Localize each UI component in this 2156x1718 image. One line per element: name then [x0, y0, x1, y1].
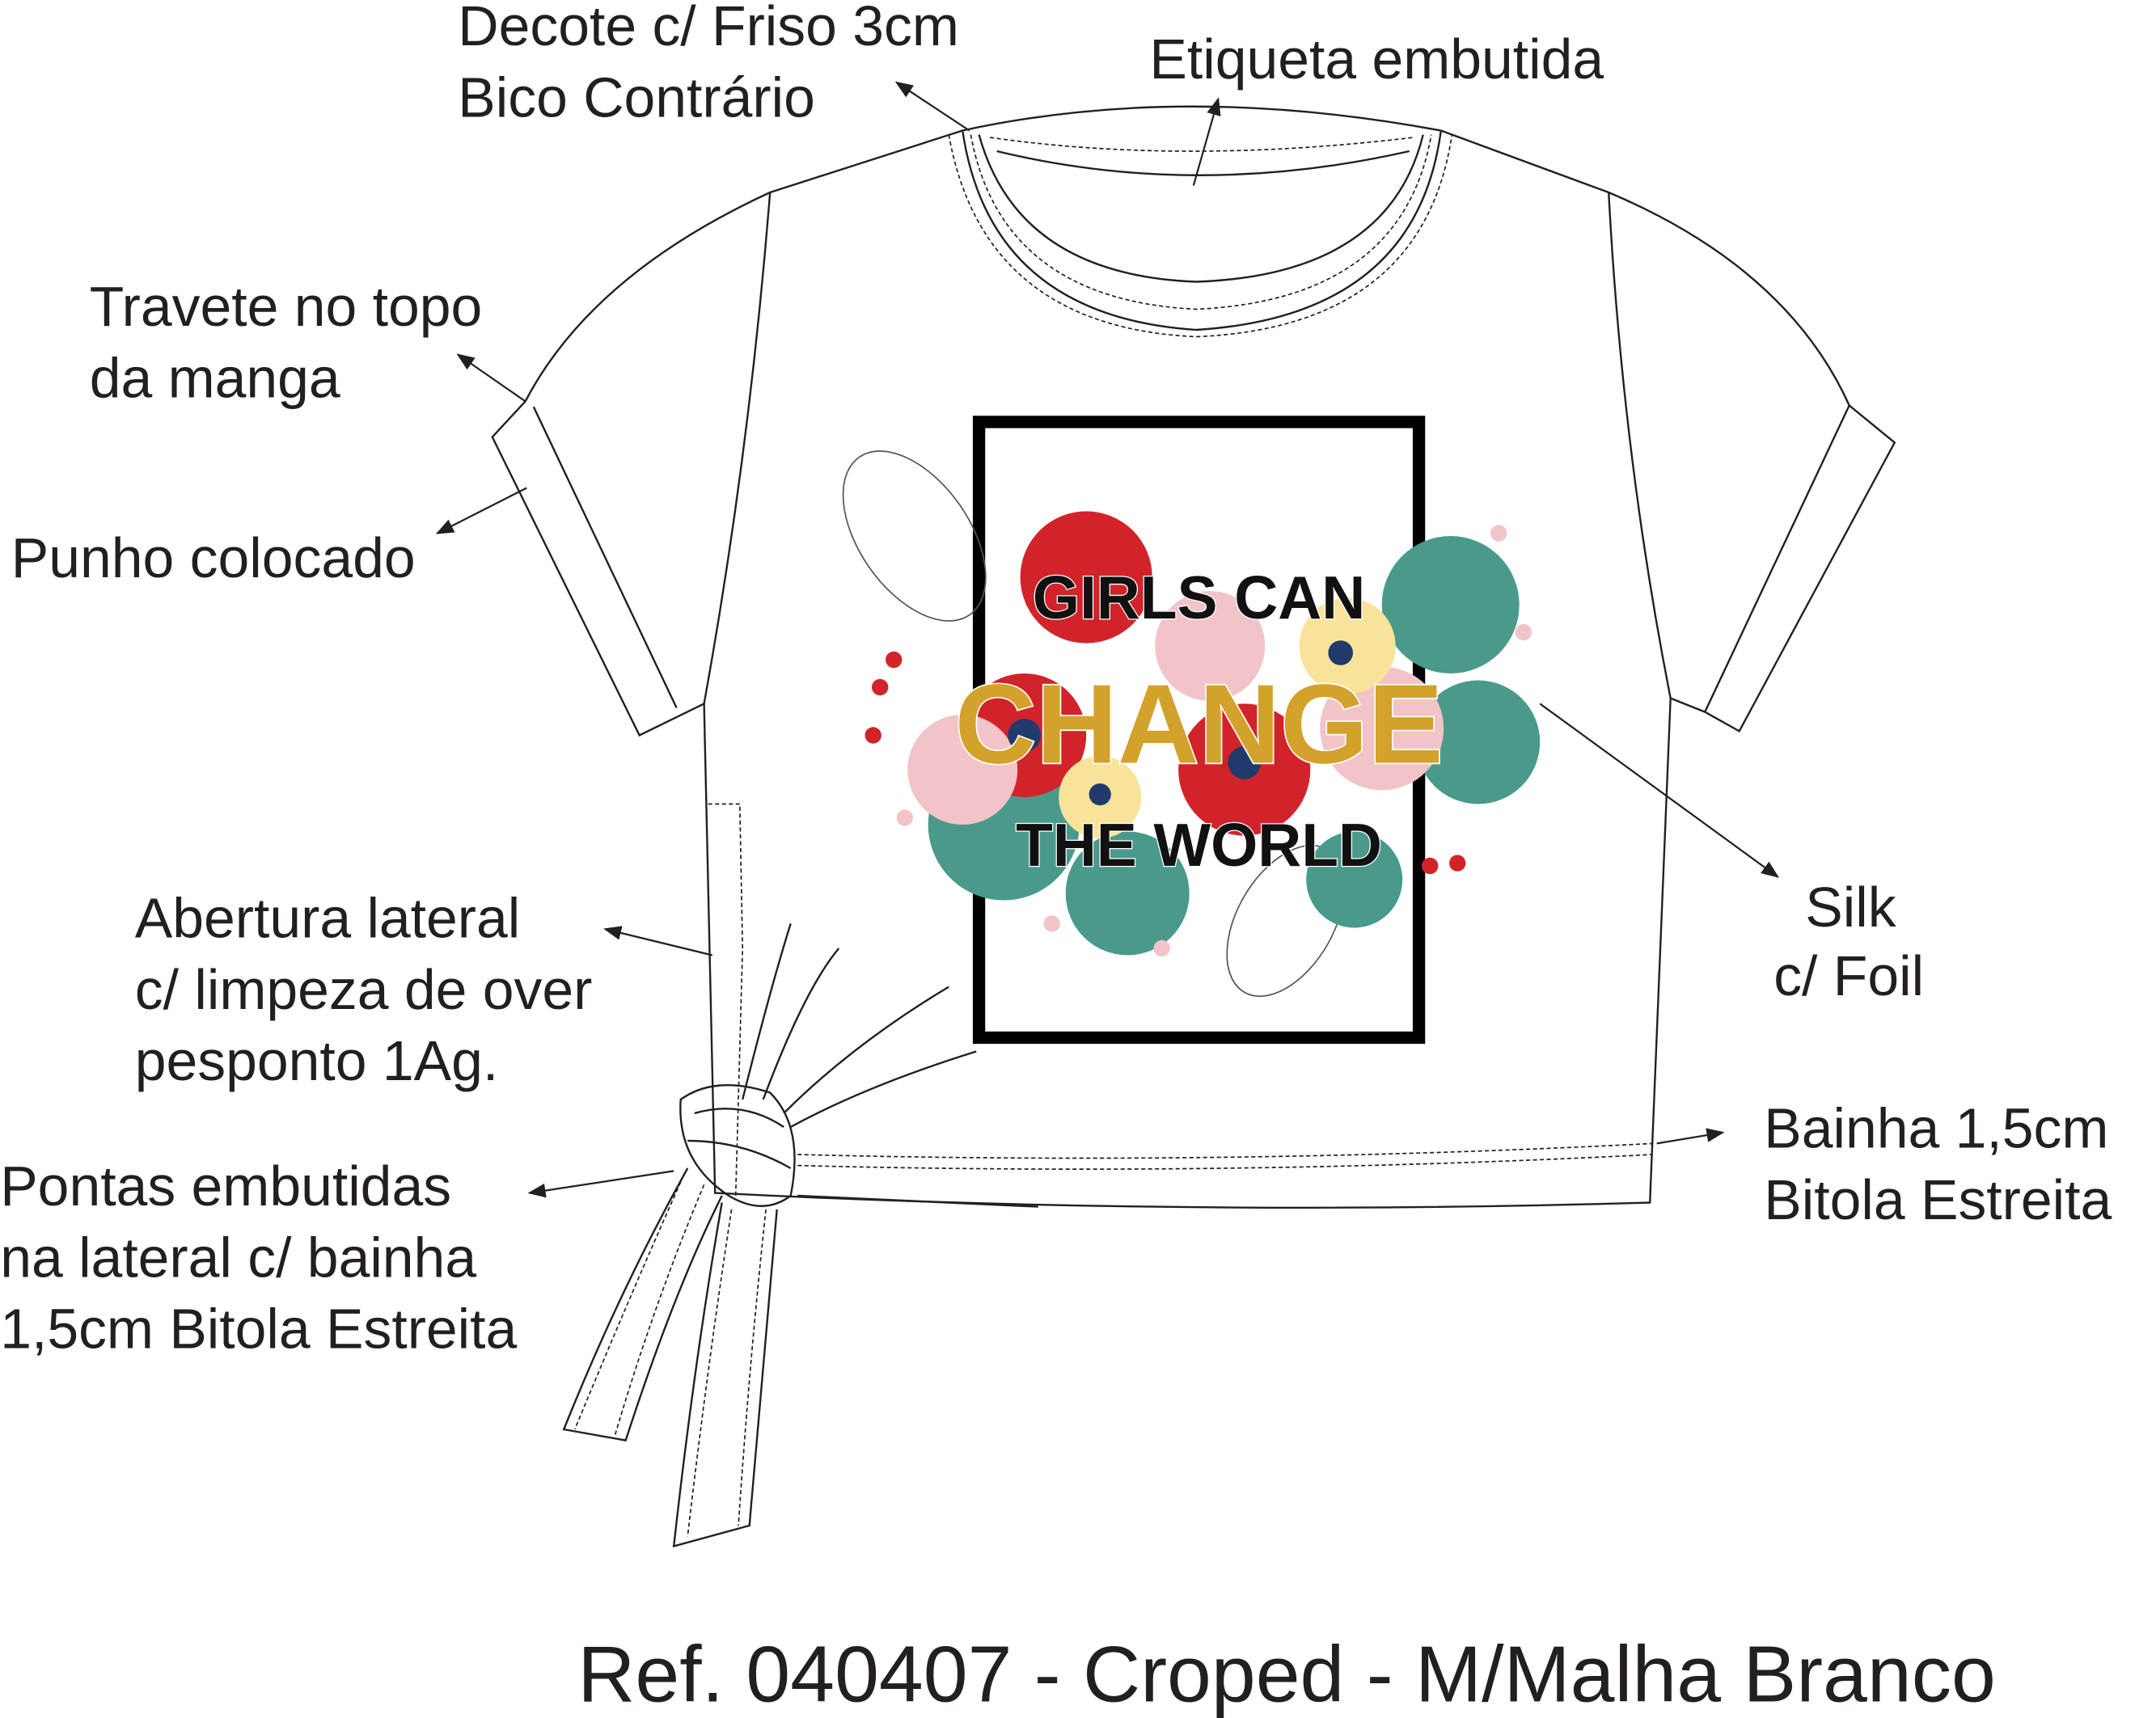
- label-travete-1: Travete no topo: [90, 275, 483, 338]
- label-punho: Punho colocado: [11, 526, 416, 589]
- print-artwork: GIRLS CAN CHANGE THE WORLD: [842, 416, 1541, 1045]
- label-abertura-2: c/ limpeza de over: [135, 958, 592, 1021]
- floral-decoration: [842, 450, 1541, 998]
- label-silk-1: Silk: [1805, 876, 1896, 939]
- label-decote-1: Decote c/ Friso 3cm: [458, 0, 959, 57]
- label-abertura-3: pesponto 1Ag.: [135, 1029, 498, 1092]
- callout-arrows: [435, 81, 1780, 1198]
- label-decote-2: Bico Contrário: [458, 65, 815, 129]
- print-line-3: THE WORLD: [1016, 811, 1382, 879]
- label-bainha-2: Bitola Estreita: [1764, 1168, 2112, 1231]
- label-abertura-1: Abertura lateral: [135, 886, 520, 949]
- print-line-1: GIRLS CAN: [1033, 564, 1365, 631]
- label-etiqueta: Etiqueta embutida: [1149, 27, 1604, 91]
- label-pontas-2: na lateral c/ bainha: [0, 1226, 476, 1289]
- callout-labels: Decote c/ Friso 3cm Bico Contrário Etiqu…: [0, 0, 2112, 1361]
- label-pontas-1: Pontas embutidas: [0, 1154, 451, 1218]
- label-pontas-3: 1,5cm Bitola Estreita: [0, 1298, 517, 1361]
- print-line-2: CHANGE: [955, 661, 1444, 787]
- reference-title: Ref. 040407 - Croped - M/Malha Branco: [577, 1630, 1996, 1718]
- label-silk-2: c/ Foil: [1773, 944, 1924, 1007]
- tshirt-flat-drawing: [491, 105, 1896, 1548]
- label-bainha-1: Bainha 1,5cm: [1764, 1096, 2108, 1159]
- label-travete-2: da manga: [90, 346, 340, 409]
